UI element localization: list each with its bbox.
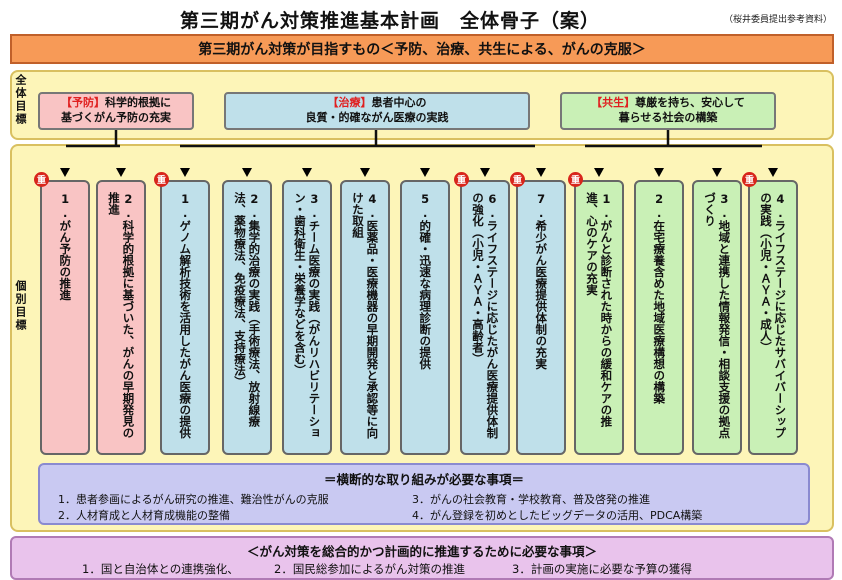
priority-badge: 重	[510, 172, 525, 187]
tag-coexistence: 【共生】	[591, 96, 636, 110]
necessary-item-2: 2．国民総参加によるがん対策の推進	[274, 562, 465, 576]
goal-treatment: 【治療】患者中心の良質・的確ながん医療の実践	[224, 92, 530, 130]
individual-goal-text: 4.ライフステージに応じたサバイバーシップの実践（小児・ＡＹＡ・成人）	[759, 192, 788, 439]
individual-goal-12: 3.地域と連携した情報発信・相談支援の拠点づくり	[692, 180, 742, 455]
connector-arrow-head	[242, 168, 252, 177]
individual-goal-4: 2.集学的治療の実践（手術療法、放射線療法、薬物療法、免疫療法、支持療法）	[222, 180, 272, 455]
priority-badge: 重	[568, 172, 583, 187]
connector-arrow-head	[360, 168, 370, 177]
connector-arrow-head	[480, 168, 490, 177]
overall-goals-label: 全体目標	[14, 74, 27, 126]
individual-goals-label: 個別目標	[14, 280, 27, 332]
goal-treatment-line2: 良質・的確ながん医療の実践	[305, 111, 449, 124]
overall-goal-banner: 第三期がん対策が目指すもの＜予防、治療、共生による、がんの克服＞	[10, 34, 834, 64]
necessary-item-1: 1．国と自治体との連携強化、	[82, 562, 239, 576]
connector-arrow-head	[654, 168, 664, 177]
individual-goal-text: 4.医薬品・医療機器の早期開発と承認等に向けた取組	[351, 192, 380, 439]
individual-goal-text: 6.ライフステージに応じたがん医療提供体制の強化（小児・ＡＹＡ・高齢者）	[471, 192, 500, 439]
goal-treatment-line1: 患者中心の	[371, 96, 427, 110]
source-note: （桜井委員提出参考資料）	[723, 15, 832, 25]
connector-arrow-head	[536, 168, 546, 177]
goal-coexistence-line2: 暮らせる社会の構築	[618, 111, 718, 124]
individual-goal-text: 3.地域と連携した情報発信・相談支援の拠点づくり	[703, 192, 732, 439]
connector-arrow-head	[712, 168, 722, 177]
individual-goal-11: 2.在宅療養含めた地域医療構想の構築	[634, 180, 684, 455]
connector-lines	[60, 130, 778, 177]
connector-arrow-head	[60, 168, 70, 177]
individual-goal-13: 4.ライフステージに応じたサバイバーシップの実践（小児・ＡＹＡ・成人）	[748, 180, 798, 455]
cross-cutting-box: ＝横断的な取り組みが必要な事項＝ 1．患者参画によるがん研究の推進、難治性がんの…	[38, 463, 810, 525]
individual-goal-text: 2.科学的根拠に基づいた、がんの早期発見の推進	[107, 192, 136, 439]
cross-item-3: 3．がんの社会教育・学校教育、普及啓発の推進	[412, 493, 650, 506]
connector-arrow-head	[302, 168, 312, 177]
priority-badge: 重	[34, 172, 49, 187]
priority-badge: 重	[454, 172, 469, 187]
individual-goal-text: 7.希少がん医療提供体制の充実	[534, 192, 549, 370]
individual-goal-3: 1.ゲノム解析技術を活用したがん医療の提供	[160, 180, 210, 455]
necessary-items-heading: ＜がん対策を総合的かつ計画的に推進するために必要な事項＞	[246, 544, 597, 559]
goal-prevention-line1: 科学的根拠に	[105, 96, 171, 110]
individual-goal-7: 5.的確・迅速な病理診断の提供	[400, 180, 450, 455]
individual-goal-8: 6.ライフステージに応じたがん医療提供体制の強化（小児・ＡＹＡ・高齢者）	[460, 180, 510, 455]
individual-goal-text: 1.がん予防の推進	[58, 192, 73, 301]
priority-badge: 重	[154, 172, 169, 187]
goal-coexistence-line1: 尊厳を持ち、安心して	[635, 96, 745, 110]
individual-goal-text: 5.的確・迅速な病理診断の提供	[418, 192, 433, 370]
individual-goal-5: 3.チーム医療の実践（がんリハビリテーション・歯科衛生・栄養学などを含む）	[282, 180, 332, 455]
individual-goal-1: 1.がん予防の推進	[40, 180, 90, 455]
individual-goal-text: 3.チーム医療の実践（がんリハビリテーション・歯科衛生・栄養学などを含む）	[293, 192, 322, 439]
connector-arrow-head	[594, 168, 604, 177]
individual-goal-text: 1.がんと診断された時からの緩和ケアの推進、心のケアの充実	[585, 192, 614, 427]
cross-item-4: 4．がん登録を初めとしたビッグデータの活用、PDCA構築	[412, 509, 703, 522]
cross-cutting-heading: ＝横断的な取り組みが必要な事項＝	[323, 472, 524, 487]
necessary-item-3: 3．計画の実施に必要な予算の獲得	[512, 562, 692, 576]
tag-treatment: 【治療】	[327, 96, 372, 110]
page-title: 第三期がん対策推進基本計画 全体骨子（案）	[179, 10, 600, 32]
cross-item-2: 2．人材育成と人材育成機能の整備	[58, 509, 230, 522]
individual-goal-6: 4.医薬品・医療機器の早期開発と承認等に向けた取組	[340, 180, 390, 455]
goal-coexistence: 【共生】尊厳を持ち、安心して暮らせる社会の構築	[560, 92, 776, 130]
necessary-items-box: ＜がん対策を総合的かつ計画的に推進するために必要な事項＞ 1．国と自治体との連携…	[10, 536, 834, 580]
tag-prevention: 【予防】	[61, 96, 105, 110]
priority-badge: 重	[742, 172, 757, 187]
goal-prevention: 【予防】科学的根拠に基づくがん予防の充実	[38, 92, 194, 130]
connector-arrow-head	[116, 168, 126, 177]
connector-arrow-head	[420, 168, 430, 177]
individual-goal-text: 1.ゲノム解析技術を活用したがん医療の提供	[178, 192, 193, 439]
individual-goal-text: 2.在宅療養含めた地域医療構想の構築	[652, 192, 667, 404]
individual-goal-2: 2.科学的根拠に基づいた、がんの早期発見の推進	[96, 180, 146, 455]
cross-item-1: 1．患者参画によるがん研究の推進、難治性がんの克服	[58, 493, 329, 506]
individual-goal-9: 7.希少がん医療提供体制の充実	[516, 180, 566, 455]
individual-goal-10: 1.がんと診断された時からの緩和ケアの推進、心のケアの充実	[574, 180, 624, 455]
individual-goal-text: 2.集学的治療の実践（手術療法、放射線療法、薬物療法、免疫療法、支持療法）	[233, 192, 262, 427]
connector-arrow-head	[768, 168, 778, 177]
goal-prevention-line2: 基づくがん予防の充実	[61, 111, 171, 124]
connector-arrow-head	[180, 168, 190, 177]
